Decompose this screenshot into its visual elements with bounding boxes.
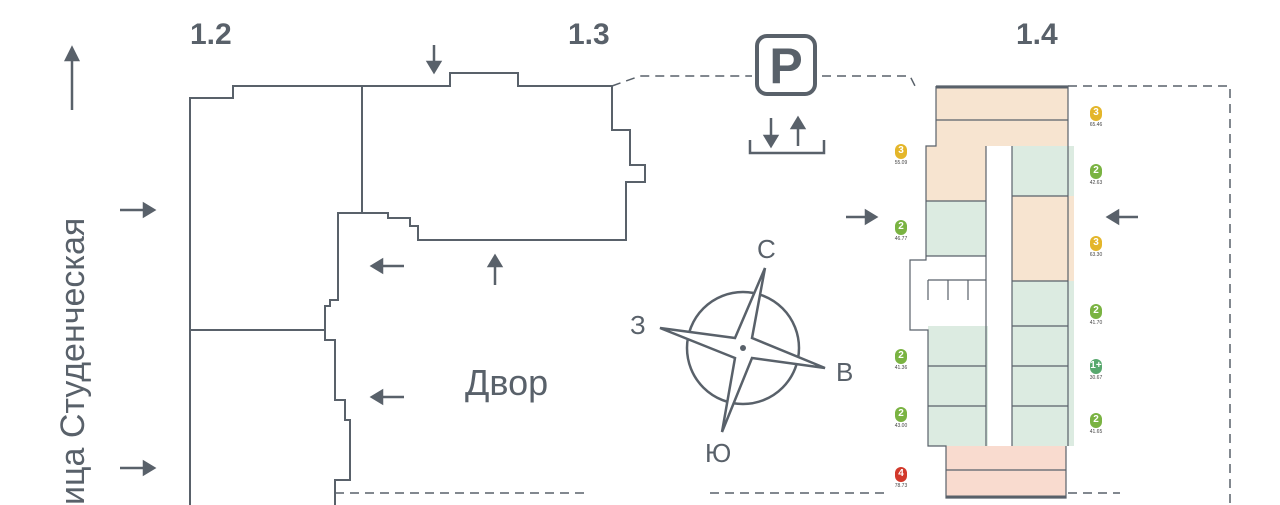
building-label-1-4: 1.4 <box>1016 18 1058 51</box>
compass-south: Ю <box>705 438 732 468</box>
site-boundary <box>335 75 1231 505</box>
building-label-1-3: 1.3 <box>568 18 610 51</box>
street-label: ица Студенческая <box>54 217 92 505</box>
parking-arrows-icon <box>748 115 826 155</box>
building-1-4-plan <box>909 85 1074 499</box>
building-1-2-outline <box>189 85 363 505</box>
parking-sign: P <box>755 34 817 96</box>
entry-arrows <box>63 45 1138 477</box>
arrow-right-icon <box>120 459 157 477</box>
compass-west: З <box>630 310 646 340</box>
arrow-right-icon <box>120 201 157 219</box>
building-1-3-outline <box>362 72 646 241</box>
compass-north: С <box>757 234 776 264</box>
compass-east: В <box>836 357 854 387</box>
arrow-right-icon <box>846 208 879 226</box>
arrow-left-icon <box>369 257 404 275</box>
building-label-1-2: 1.2 <box>190 18 232 51</box>
arrow-up-icon <box>486 253 504 285</box>
arrow-left-icon <box>369 388 404 406</box>
arrow-up-icon <box>63 45 81 110</box>
compass-icon <box>659 267 826 433</box>
apartment-badge[interactable]: 1+30.67 <box>1089 359 1103 381</box>
arrow-left-icon <box>1105 208 1138 226</box>
arrow-down-icon <box>425 45 443 75</box>
yard-label: Двор <box>465 362 549 403</box>
